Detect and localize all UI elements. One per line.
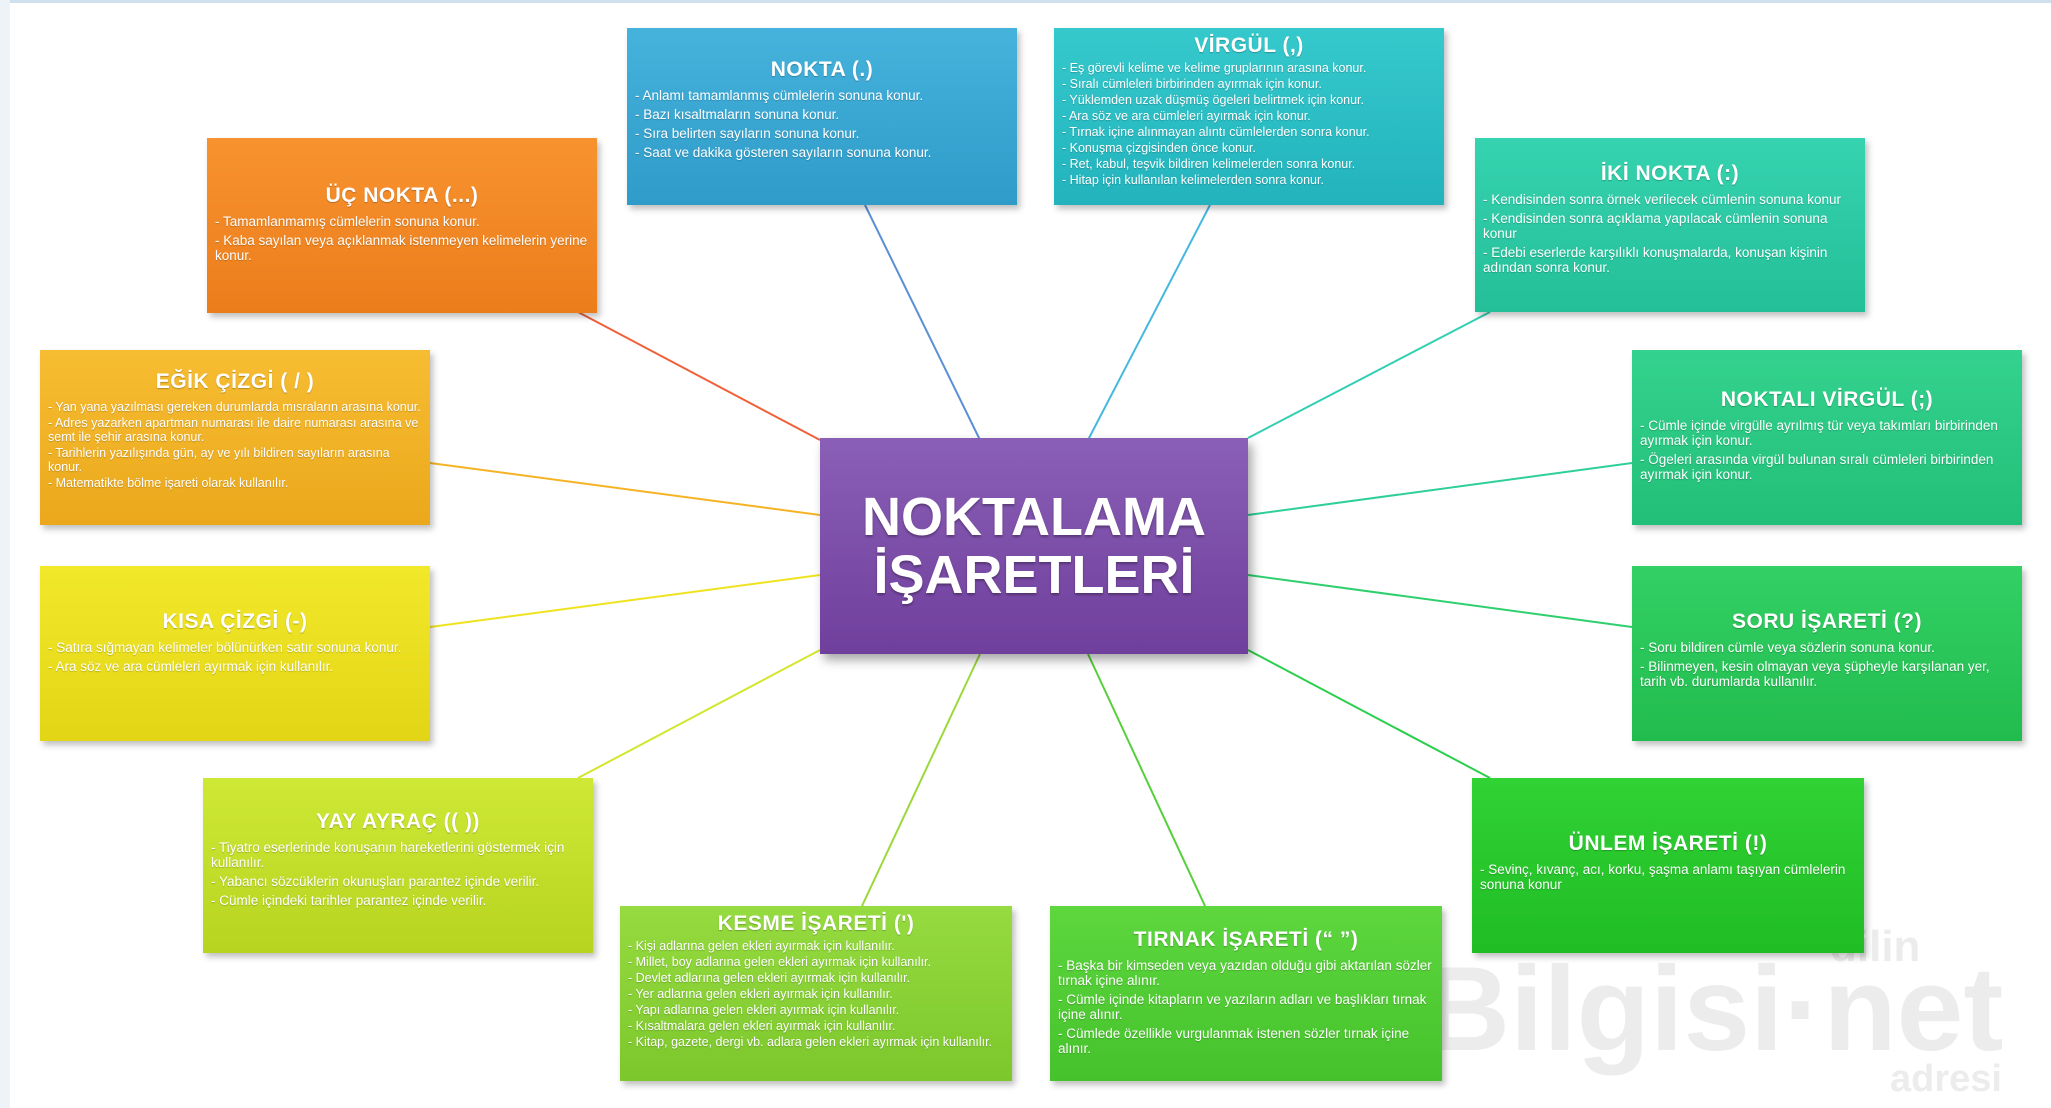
node-list: Kendisinden sonra örnek verilecek cümlen… bbox=[1483, 192, 1857, 275]
list-item: Ara söz ve ara cümleleri ayırmak için ko… bbox=[1062, 109, 1436, 123]
connector-kisa bbox=[429, 574, 821, 628]
connector-egik bbox=[429, 462, 821, 516]
node-uc-nokta: ÜÇ NOKTA (...) Tamamlanmamış cümlelerin … bbox=[207, 138, 597, 313]
list-item: Bilinmeyen, kesin olmayan veya şüpheyle … bbox=[1640, 659, 2014, 689]
list-item: Konuşma çizgisinden önce konur. bbox=[1062, 141, 1436, 155]
node-title: NOKTA (.) bbox=[770, 58, 874, 81]
list-item: Tiyatro eserlerinde konuşanın hareketler… bbox=[211, 840, 585, 870]
list-item: Cümlede özellikle vurgulanmak istenen sö… bbox=[1058, 1026, 1434, 1056]
node-title: KISA ÇİZGİ (-) bbox=[162, 610, 308, 633]
node-title: ÜNLEM İŞARETİ (!) bbox=[1568, 832, 1768, 855]
list-item: Yabancı sözcüklerin okunuşları parantez … bbox=[211, 874, 585, 889]
list-item: Kişi adlarına gelen ekleri ayırmak için … bbox=[628, 939, 1004, 953]
list-item: Yapı adlarına gelen ekleri ayırmak için … bbox=[628, 1003, 1004, 1017]
node-title: NOKTALI VİRGÜL (;) bbox=[1720, 388, 1934, 411]
list-item: Kaba sayılan veya açıklanmak istenmeyen … bbox=[215, 233, 589, 263]
list-item: Sıralı cümleleri birbirinden ayırmak içi… bbox=[1062, 77, 1436, 91]
center-title: NOKTALAMA İŞARETLERİ bbox=[862, 488, 1206, 604]
list-item: Tarihlerin yazılışında gün, ay ve yılı b… bbox=[48, 446, 422, 474]
list-item: Ara söz ve ara cümleleri ayırmak için ku… bbox=[48, 659, 422, 674]
list-item: Kendisinden sonra açıklama yapılacak cüm… bbox=[1483, 211, 1857, 241]
list-item: Başka bir kimseden veya yazıdan olduğu g… bbox=[1058, 958, 1434, 988]
node-list: Eş görevli kelime ve kelime gruplarının … bbox=[1062, 61, 1436, 187]
list-item: Tırnak içine alınmayan alıntı cümlelerde… bbox=[1062, 125, 1436, 139]
left-edge-strip bbox=[0, 0, 10, 1108]
node-list: Anlamı tamamlanmış cümlelerin sonuna kon… bbox=[635, 88, 1009, 160]
top-edge-line bbox=[0, 0, 2051, 3]
list-item: Sıra belirten sayıların sonuna konur. bbox=[635, 126, 1009, 141]
node-list: Başka bir kimseden veya yazıdan olduğu g… bbox=[1058, 958, 1434, 1056]
connector-soru bbox=[1247, 574, 1633, 628]
list-item: Hitap için kullanılan kelimelerden sonra… bbox=[1062, 173, 1436, 187]
list-item: Anlamı tamamlanmış cümlelerin sonuna kon… bbox=[635, 88, 1009, 103]
list-item: Kendisinden sonra örnek verilecek cümlen… bbox=[1483, 192, 1857, 207]
list-item: Matematikte bölme işareti olarak kullanı… bbox=[48, 476, 422, 490]
list-item: Cümle içinde kitapların ve yazıların adl… bbox=[1058, 992, 1434, 1022]
node-list: Satıra sığmayan kelimeler bölünürken sat… bbox=[48, 640, 422, 674]
node-title: SORU İŞARETİ (?) bbox=[1732, 610, 1922, 633]
list-item: Soru bildiren cümle veya sözlerin sonuna… bbox=[1640, 640, 2014, 655]
node-unlem: ÜNLEM İŞARETİ (!) Sevinç, kıvanç, acı, k… bbox=[1472, 778, 1864, 953]
center-title-line1: NOKTALAMA bbox=[862, 487, 1206, 547]
list-item: Sevinç, kıvanç, acı, korku, şaşma anlamı… bbox=[1480, 862, 1856, 892]
list-item: Adres yazarken apartman numarası ile dai… bbox=[48, 416, 422, 444]
list-item: Eş görevli kelime ve kelime gruplarının … bbox=[1062, 61, 1436, 75]
connector-kesme bbox=[861, 653, 981, 907]
node-egik: EĞİK ÇİZGİ ( / ) Yan yana yazılması gere… bbox=[40, 350, 430, 525]
center-title-line2: İŞARETLERİ bbox=[873, 545, 1195, 605]
list-item: Ret, kabul, teşvik bildiren kelimelerden… bbox=[1062, 157, 1436, 171]
node-list: Tiyatro eserlerinde konuşanın hareketler… bbox=[211, 840, 585, 908]
list-item: Bazı kısaltmaların sonuna konur. bbox=[635, 107, 1009, 122]
node-title: EĞİK ÇİZGİ ( / ) bbox=[155, 370, 315, 393]
list-item: Yüklemden uzak düşmüş ögeleri belirtmek … bbox=[1062, 93, 1436, 107]
list-item: Tamamlanmamış cümlelerin sonuna konur. bbox=[215, 214, 589, 229]
watermark-bottom: adresi bbox=[1890, 1058, 2002, 1100]
list-item: Kısaltmalara gelen ekleri ayırmak için k… bbox=[628, 1019, 1004, 1033]
node-iki-nokta: İKİ NOKTA (:) Kendisinden sonra örnek ve… bbox=[1475, 138, 1865, 312]
node-soru: SORU İŞARETİ (?) Soru bildiren cümle vey… bbox=[1632, 566, 2022, 741]
list-item: Yan yana yazılması gereken durumlarda mı… bbox=[48, 400, 422, 414]
node-list: Yan yana yazılması gereken durumlarda mı… bbox=[48, 400, 422, 490]
node-list: Sevinç, kıvanç, acı, korku, şaşma anlamı… bbox=[1480, 862, 1856, 892]
connector-uc-nokta bbox=[577, 311, 821, 441]
connector-noktali-virgul bbox=[1247, 462, 1633, 516]
connector-yay bbox=[577, 649, 821, 779]
node-list: Soru bildiren cümle veya sözlerin sonuna… bbox=[1640, 640, 2014, 689]
node-nokta: NOKTA (.) Anlamı tamamlanmış cümlelerin … bbox=[627, 28, 1017, 205]
list-item: Cümle içinde virgülle ayrılmış tür veya … bbox=[1640, 418, 2014, 448]
node-list: Kişi adlarına gelen ekleri ayırmak için … bbox=[628, 939, 1004, 1049]
list-item: Edebi eserlerde karşılıklı konuşmalarda,… bbox=[1483, 245, 1857, 275]
node-kesme: KESME İŞARETİ (') Kişi adlarına gelen ek… bbox=[620, 906, 1012, 1081]
node-list: Cümle içinde virgülle ayrılmış tür veya … bbox=[1640, 418, 2014, 482]
list-item: Yer adlarına gelen ekleri ayırmak için k… bbox=[628, 987, 1004, 1001]
connector-nokta bbox=[864, 204, 981, 441]
node-title: VİRGÜL (,) bbox=[1194, 34, 1304, 57]
list-item: Satıra sığmayan kelimeler bölünürken sat… bbox=[48, 640, 422, 655]
node-kisa: KISA ÇİZGİ (-) Satıra sığmayan kelimeler… bbox=[40, 566, 430, 741]
list-item: Ögeleri arasında virgül bulunan sıralı c… bbox=[1640, 452, 2014, 482]
list-item: Kitap, gazete, dergi vb. adlara gelen ek… bbox=[628, 1035, 1004, 1049]
node-title: ÜÇ NOKTA (...) bbox=[325, 184, 479, 207]
node-tirnak: TIRNAK İŞARETİ (“ ”) Başka bir kimseden … bbox=[1050, 906, 1442, 1081]
node-list: Tamamlanmamış cümlelerin sonuna konur. K… bbox=[215, 214, 589, 263]
node-title: KESME İŞARETİ (') bbox=[717, 912, 915, 935]
connector-unlem bbox=[1247, 649, 1491, 779]
node-virgul: VİRGÜL (,) Eş görevli kelime ve kelime g… bbox=[1054, 28, 1444, 205]
list-item: Cümle içindeki tarihler parantez içinde … bbox=[211, 893, 585, 908]
list-item: Millet, boy adlarına gelen ekleri ayırma… bbox=[628, 955, 1004, 969]
list-item: Devlet adlarına gelen ekleri ayırmak içi… bbox=[628, 971, 1004, 985]
node-noktali-virgul: NOKTALI VİRGÜL (;) Cümle içinde virgülle… bbox=[1632, 350, 2022, 525]
node-title: İKİ NOKTA (:) bbox=[1600, 162, 1740, 185]
node-title: YAY AYRAÇ (( )) bbox=[316, 810, 480, 833]
list-item: Saat ve dakika gösteren sayıların sonuna… bbox=[635, 145, 1009, 160]
connector-iki-nokta bbox=[1247, 311, 1491, 439]
node-yay: YAY AYRAÇ (( )) Tiyatro eserlerinde konu… bbox=[203, 778, 593, 953]
node-title: TIRNAK İŞARETİ (“ ”) bbox=[1133, 928, 1359, 951]
center-node: NOKTALAMA İŞARETLERİ bbox=[820, 438, 1248, 654]
connector-tirnak bbox=[1087, 653, 1206, 907]
connector-virgul bbox=[1087, 204, 1211, 441]
